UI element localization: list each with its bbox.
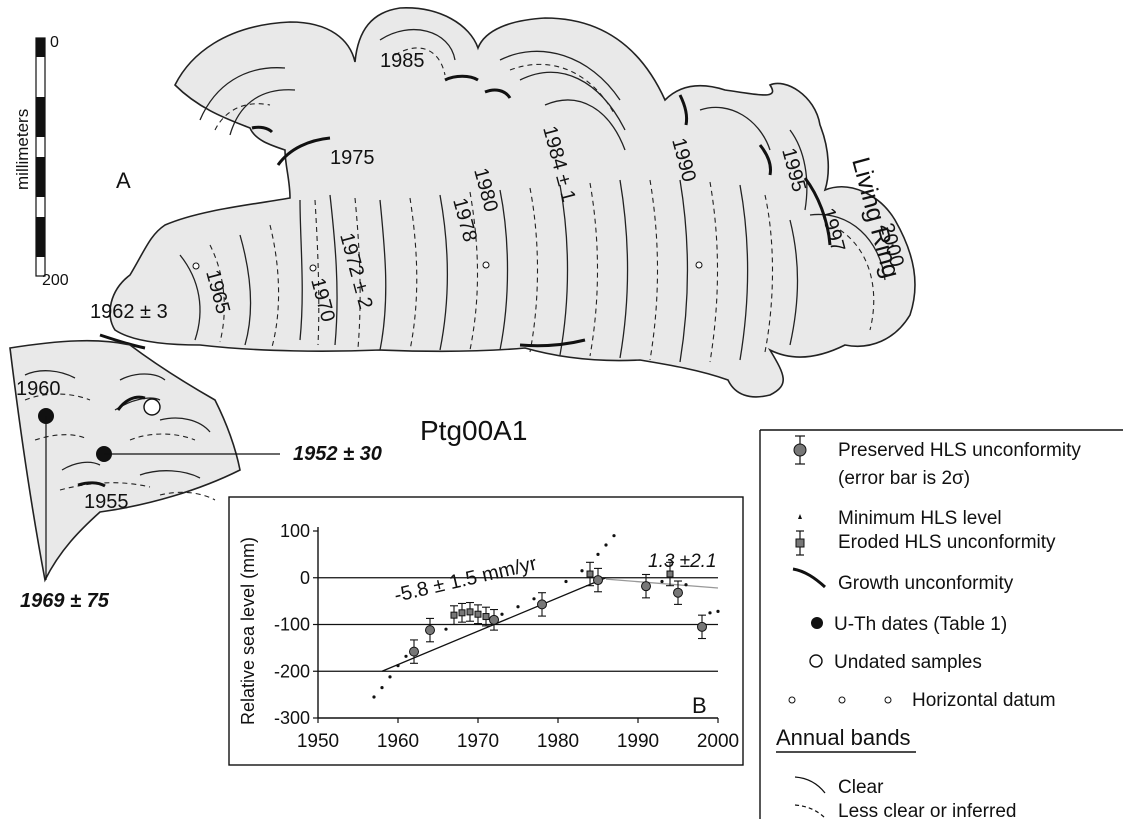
preserved-point <box>537 599 547 610</box>
x-tick-label: 2000 <box>697 731 739 752</box>
minimum-level-point <box>684 583 688 587</box>
eroded-point <box>586 570 594 578</box>
specimen-label: Ptg00A1 <box>420 415 527 446</box>
panel-b-label: B <box>692 693 707 718</box>
scale-bottom-label: 200 <box>42 272 69 289</box>
preserved-point <box>641 581 651 592</box>
recent-trend-annotation: 1.3 ±2.1 <box>648 551 717 572</box>
year-label: 1985 <box>380 50 425 72</box>
legend-less-clear-label: Less clear or inferred <box>838 801 1016 819</box>
minimum-level-point <box>596 552 600 556</box>
scale-unit-label: millimeters <box>13 109 32 190</box>
uth-date-label: 1952 ± 30 <box>293 443 382 465</box>
legend-annual-title: Annual bands <box>776 725 911 750</box>
eroded-point <box>666 570 674 578</box>
y-tick-label: -200 <box>274 661 310 681</box>
legend-preserved-label: Preserved HLS unconformity <box>838 440 1081 461</box>
legend-uth-icon <box>811 617 823 629</box>
y-tick-label: -100 <box>274 615 310 635</box>
minimum-level-point <box>580 569 584 573</box>
y-tick-label: 100 <box>280 521 310 541</box>
minimum-level-point <box>564 579 568 584</box>
legend-datum-label: Horizontal datum <box>912 690 1056 711</box>
minimum-level-point <box>404 654 408 658</box>
lower-slab <box>9 339 280 583</box>
chart-plot: 100 0 -100 -200 -300 1950 1960 1970 1980 1990 2000 <box>274 521 739 752</box>
minimum-level-point <box>716 609 720 614</box>
minimum-level-point <box>516 605 520 609</box>
legend-clear-icon <box>794 776 826 794</box>
minimum-level-point <box>372 695 376 699</box>
preserved-point <box>673 587 683 598</box>
scale-bar: 0 200 millimeters <box>13 34 69 289</box>
coral-slab <box>99 7 916 398</box>
minimum-level-point <box>612 534 616 538</box>
chart-frame <box>228 496 744 766</box>
eroded-point <box>458 609 466 617</box>
legend-eroded-label: Eroded HLS unconformity <box>838 532 1056 553</box>
year-label: 1962 ± 3 <box>90 301 168 323</box>
legend-minimum-icon <box>798 514 802 519</box>
y-tick-label: -300 <box>274 708 310 728</box>
year-label: 1955 <box>84 491 129 513</box>
minimum-level-point <box>396 664 400 668</box>
minimum-level-point <box>380 686 384 690</box>
eroded-point <box>474 610 482 618</box>
minimum-level-point <box>388 675 392 679</box>
x-tick-label: 1980 <box>537 731 579 752</box>
uth-date-label: 1969 ± 75 <box>20 590 110 612</box>
minimum-level-point <box>604 543 608 547</box>
minimum-level-point <box>532 597 536 601</box>
year-label: 1960 <box>16 378 61 400</box>
legend-growth-icon <box>792 567 827 589</box>
year-label: 1975 <box>330 147 375 169</box>
x-tick-label: 1990 <box>617 731 659 752</box>
x-tick-label: 1960 <box>377 731 419 752</box>
y-tick-label: 0 <box>300 568 310 588</box>
recent-trend-line <box>605 578 719 589</box>
legend-minimum-label: Minimum HLS level <box>838 508 1002 529</box>
chart-y-axis-title: Relative sea level (mm) <box>238 537 258 725</box>
legend-datum-icon <box>788 696 892 704</box>
eroded-point <box>450 611 458 619</box>
legend-clear-label: Clear <box>838 777 884 798</box>
legend: Preserved HLS unconformity (error bar is… <box>759 429 1123 819</box>
legend-eroded-icon <box>795 530 805 556</box>
legend-less-clear-icon <box>794 804 826 819</box>
preserved-point <box>489 614 499 625</box>
panel-b-chart: Relative sea level (mm) 100 0 -100 -200 -300… <box>228 496 744 766</box>
eroded-point <box>466 608 474 616</box>
eroded-point <box>482 613 490 621</box>
minimum-level-point <box>444 627 448 631</box>
x-tick-label: 1950 <box>297 731 339 752</box>
preserved-point <box>593 575 603 586</box>
legend-preserved-icon <box>793 435 807 465</box>
panel-a-label: A <box>116 168 131 193</box>
scale-top-label: 0 <box>50 34 59 51</box>
x-tick-label: 1970 <box>457 731 499 752</box>
minimum-level-point <box>708 611 712 615</box>
minimum-level-point <box>500 612 504 616</box>
legend-uth-label: U-Th dates (Table 1) <box>834 614 1007 635</box>
legend-undated-label: Undated samples <box>834 652 982 673</box>
preserved-point <box>409 646 419 657</box>
minimum-level-point <box>660 579 664 584</box>
legend-undated-icon <box>809 654 823 668</box>
preserved-point <box>697 621 707 632</box>
legend-growth-label: Growth unconformity <box>838 573 1014 594</box>
preserved-point <box>425 625 435 636</box>
legend-preserved-note: (error bar is 2σ) <box>838 468 970 489</box>
